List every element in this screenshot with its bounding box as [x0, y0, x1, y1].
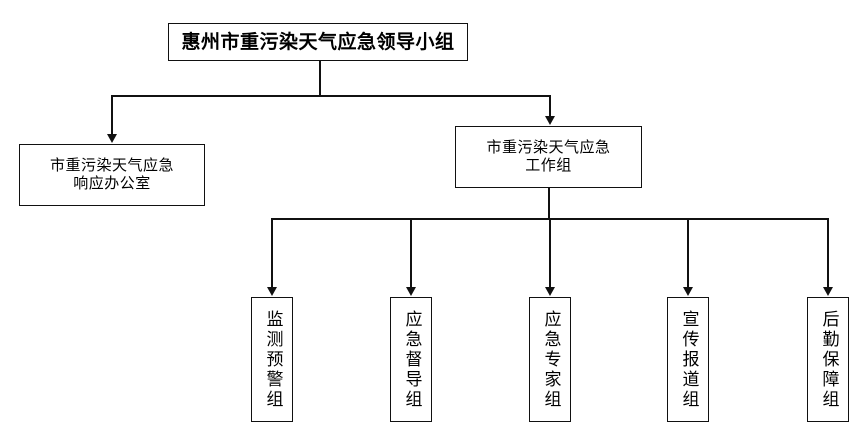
- node-monitoring-warning-group-label: 监测预警组: [262, 309, 283, 410]
- node-emergency-expert-group-label: 应急专家组: [540, 309, 561, 410]
- arrowhead-to-monitoring-group: [267, 287, 277, 296]
- connector-level2-bus: [111, 95, 551, 97]
- node-logistics-support-group-label: 后勤保障组: [818, 309, 839, 410]
- node-monitoring-warning-group: 监测预警组: [251, 297, 293, 422]
- node-emergency-supervision-group-label: 应急督导组: [401, 309, 422, 410]
- arrowhead-to-expert-group: [545, 287, 555, 296]
- arrowhead-to-publicity-group: [683, 287, 693, 296]
- node-leading-group: 惠州市重污染天气应急领导小组: [168, 23, 468, 61]
- node-emergency-expert-group: 应急专家组: [529, 297, 571, 422]
- connector-to-supervision-group: [410, 218, 412, 288]
- connector-to-publicity-group: [687, 218, 689, 288]
- node-publicity-report-group: 宣传报道组: [667, 297, 709, 422]
- arrowhead-to-logistics-group: [823, 287, 833, 296]
- node-emergency-response-office-label: 市重污染天气应急 响应办公室: [49, 156, 174, 192]
- node-emergency-work-group: 市重污染天气应急 工作组: [455, 126, 642, 188]
- arrowhead-to-office: [107, 134, 117, 143]
- connector-to-workgroup: [549, 95, 551, 117]
- connector-to-office: [111, 95, 113, 135]
- arrowhead-to-supervision-group: [406, 287, 416, 296]
- connector-to-monitoring-group: [271, 218, 273, 288]
- node-logistics-support-group: 后勤保障组: [807, 297, 849, 422]
- node-emergency-response-office: 市重污染天气应急 响应办公室: [19, 144, 205, 206]
- arrowhead-to-workgroup: [545, 116, 555, 125]
- node-publicity-report-group-label: 宣传报道组: [678, 309, 699, 410]
- connector-workgroup-stem: [548, 188, 550, 219]
- connector-root-stem: [319, 61, 321, 96]
- node-emergency-supervision-group: 应急督导组: [390, 297, 432, 422]
- node-emergency-work-group-label: 市重污染天气应急 工作组: [486, 138, 611, 174]
- node-leading-group-label: 惠州市重污染天气应急领导小组: [181, 30, 455, 53]
- connector-to-expert-group: [549, 218, 551, 288]
- connector-to-logistics-group: [827, 218, 829, 288]
